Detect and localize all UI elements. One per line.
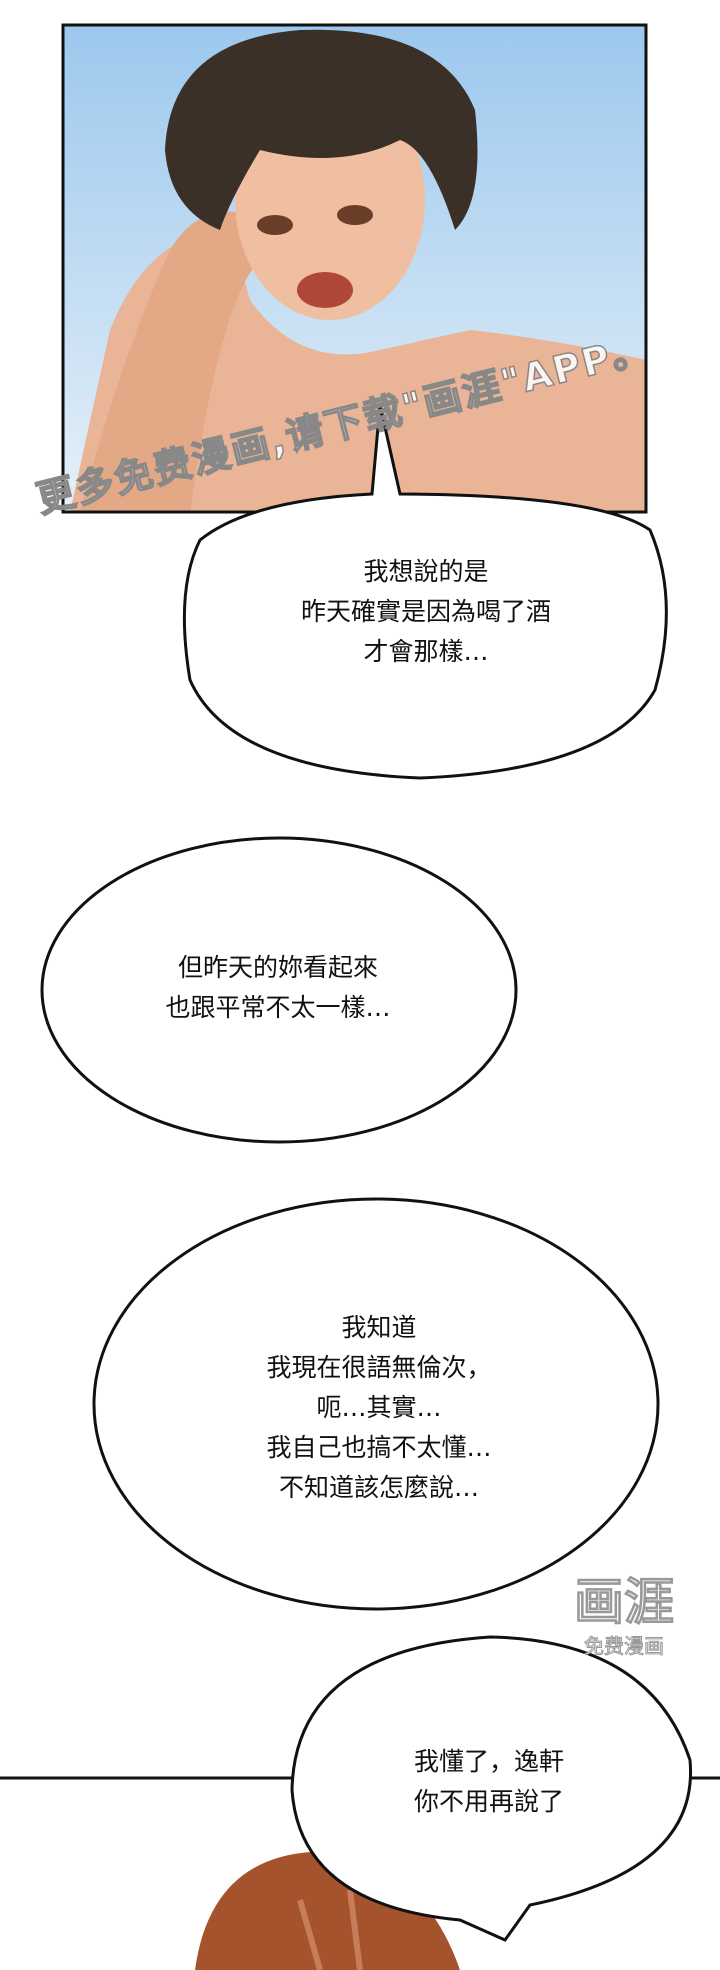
speech-bubble-2 xyxy=(40,836,518,1144)
bubble-1-text: 我想說的是 昨天確實是因為喝了酒 才會那樣… xyxy=(301,552,551,672)
text-line: 我現在很語無倫次， xyxy=(266,1353,492,1382)
text-line: 我懂了，逸軒 xyxy=(413,1747,565,1776)
logo-subtitle: 免费漫画 xyxy=(584,1634,665,1659)
bubble-2-text: 但昨天的妳看起來 也跟平常不太一樣… xyxy=(165,948,390,1028)
bubble-3-text: 我知道 我現在很語無倫次， 呃…其實… 我自己也搞不太懂… 不知道該怎麼說… xyxy=(266,1308,491,1508)
text-line: 呃…其實… xyxy=(316,1393,442,1422)
panel-1 xyxy=(63,25,646,512)
character-hair xyxy=(165,29,478,230)
text-line: 不知道該怎麼說… xyxy=(278,1473,480,1502)
speech-bubble-1 xyxy=(182,404,668,780)
text-line: 昨天確實是因為喝了酒 xyxy=(300,597,552,626)
text-line: 你不用再說了 xyxy=(413,1787,565,1816)
text-line: 但昨天的妳看起來 xyxy=(177,953,379,982)
text-line: 我自己也搞不太懂… xyxy=(266,1433,492,1462)
text-line: 才會那樣… xyxy=(363,637,489,666)
speech-bubble-3 xyxy=(92,1197,660,1611)
character-arm xyxy=(80,211,260,512)
watermark-logo: 画涯 免费漫画 xyxy=(562,1572,686,1660)
text-line: 我知道 xyxy=(341,1313,417,1342)
text-line: 也跟平常不太一樣… xyxy=(165,993,391,1022)
speech-bubble-4 xyxy=(290,1635,693,1942)
text-line: 我想說的是 xyxy=(363,557,489,586)
logo-title: 画涯 xyxy=(574,1573,675,1632)
bubble-4-text: 我懂了，逸軒 你不用再說了 xyxy=(414,1742,564,1822)
